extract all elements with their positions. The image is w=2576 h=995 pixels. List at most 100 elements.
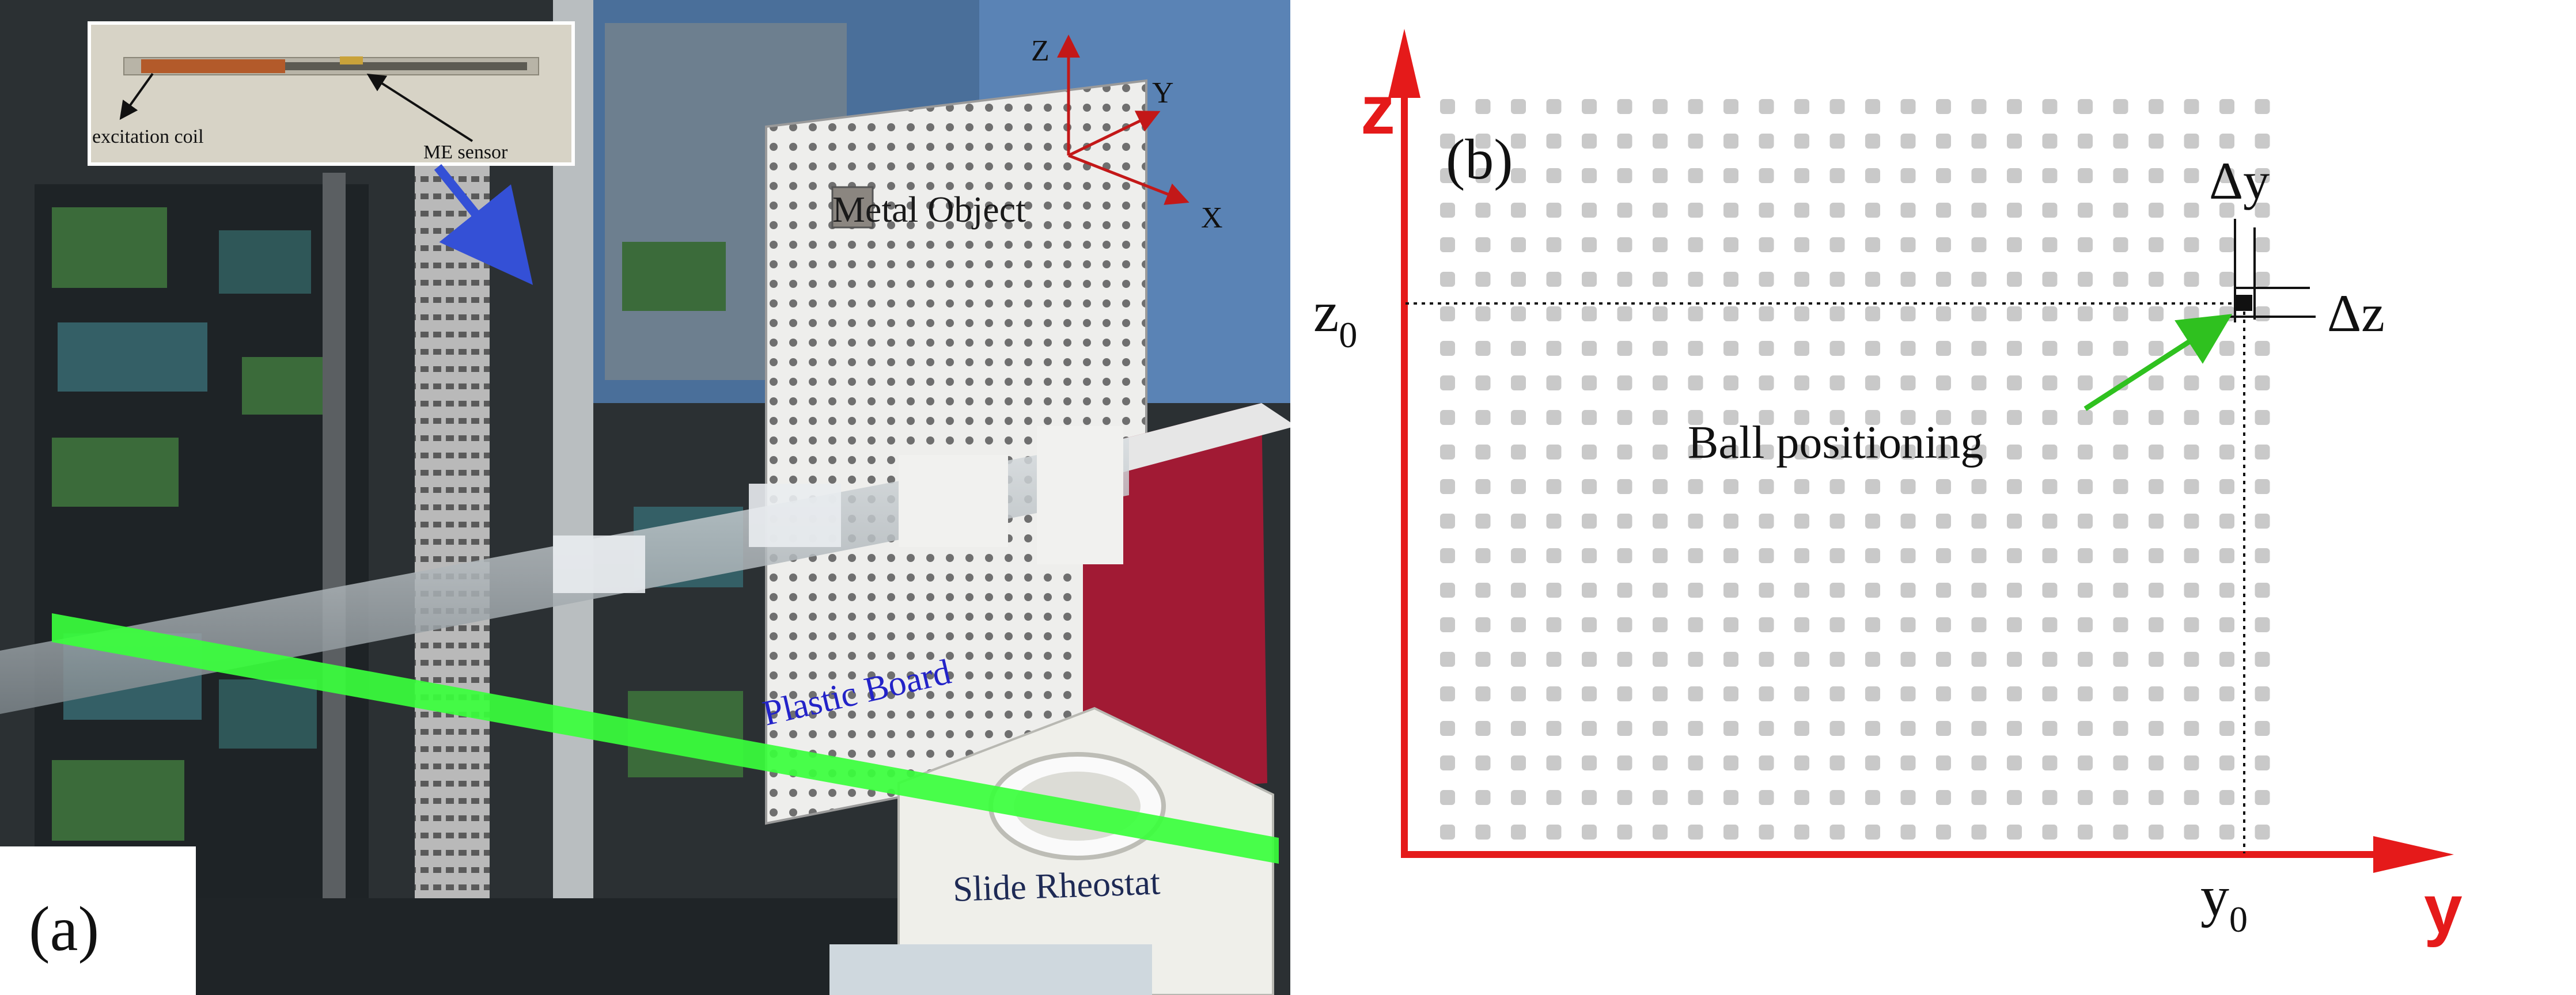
grid-dot <box>1475 306 1491 321</box>
grid-dot <box>1900 445 1916 459</box>
grid-dot <box>1511 686 1526 701</box>
grid-dot <box>1440 375 1455 390</box>
grid-dot <box>1794 168 1809 183</box>
grid-dot <box>1475 825 1491 840</box>
grid-dot <box>1617 548 1632 563</box>
grid-dot <box>1582 341 1597 356</box>
grid-dot <box>1440 306 1455 321</box>
grid-dot <box>2078 237 2093 252</box>
grid-dot <box>1900 548 1916 563</box>
grid-dot <box>1475 686 1491 701</box>
grid-dot <box>1653 548 1668 563</box>
grid-dot <box>2113 134 2128 149</box>
grid-dot <box>2113 755 2128 770</box>
grid-dot <box>1900 617 1916 632</box>
grid-dot <box>1759 479 1774 494</box>
grid-dot <box>2042 514 2058 529</box>
grid-dot <box>2007 825 2022 840</box>
grid-dot <box>1723 686 1738 701</box>
red-housing <box>1083 403 1267 795</box>
grid-dot <box>1723 237 1738 252</box>
grid-dot <box>1688 203 1703 218</box>
grid-dot <box>1794 341 1809 356</box>
grid-dot <box>1475 652 1491 667</box>
grid-dot <box>2042 445 2058 459</box>
grid-dot <box>1440 272 1455 287</box>
grid-dot <box>1723 272 1738 287</box>
grid-dot <box>1829 134 1845 149</box>
grid-dot <box>2149 410 2164 425</box>
grid-dot <box>2113 203 2128 218</box>
grid-dot <box>1794 721 1809 736</box>
grid-dot <box>1829 548 1845 563</box>
grid-dot <box>1617 686 1632 701</box>
grid-dot <box>1582 272 1597 287</box>
diagram-axes <box>1388 29 2454 873</box>
grid-dot <box>2255 203 2270 218</box>
grid-dot <box>1971 652 1987 667</box>
grid-dot <box>1971 825 1987 840</box>
grid-dot <box>2219 99 2234 114</box>
grid-dot <box>2219 790 2234 805</box>
grid-dot <box>1582 479 1597 494</box>
grid-dot <box>1794 617 1809 632</box>
grid-dot <box>1723 825 1738 840</box>
grid-dot <box>1546 721 1562 736</box>
grid-dot <box>1546 306 1562 321</box>
grid-dot <box>1511 617 1526 632</box>
grid-dot <box>2078 272 2093 287</box>
grid-dot <box>1971 272 1987 287</box>
grid-dot <box>1723 306 1738 321</box>
grid-dot <box>1582 825 1597 840</box>
grid-dot <box>1794 203 1809 218</box>
grid-dot <box>2219 548 2234 563</box>
grid-dot <box>1546 825 1562 840</box>
grid-dot <box>2184 168 2199 183</box>
grid-dot <box>1653 237 1668 252</box>
grid-dot <box>2149 479 2164 494</box>
grid-dot <box>1865 341 1880 356</box>
grid-dot <box>1794 583 1809 598</box>
grid-dot <box>2113 237 2128 252</box>
grid-dot <box>1617 99 1632 114</box>
grid-dot <box>1475 617 1491 632</box>
grid-dot <box>2042 721 2058 736</box>
grid-dot <box>1617 237 1632 252</box>
grid-dot <box>2007 306 2022 321</box>
grid-dot <box>1511 548 1526 563</box>
grid-dot <box>2007 514 2022 529</box>
grid-dot <box>1865 548 1880 563</box>
grid-dot <box>1759 134 1774 149</box>
grid-dot <box>2042 479 2058 494</box>
grid-dot <box>1759 341 1774 356</box>
grid-dot <box>1900 306 1916 321</box>
grid-dot <box>1829 755 1845 770</box>
grid-dot <box>1723 410 1738 425</box>
grid-dot <box>2042 617 2058 632</box>
grid-dot <box>1440 237 1455 252</box>
grid-dot <box>2113 583 2128 598</box>
grid-dot <box>2149 617 2164 632</box>
grid-dot <box>2007 134 2022 149</box>
grid-dot <box>1546 652 1562 667</box>
grid-dot <box>2078 721 2093 736</box>
grid-dot <box>2219 686 2234 701</box>
grid-dot <box>2184 548 2199 563</box>
grid-dot <box>1865 203 1880 218</box>
grid-dot <box>2255 341 2270 356</box>
axis-y-title: y <box>2424 871 2463 948</box>
ball-pointer-arrow <box>2083 314 2233 411</box>
grid-dot <box>1723 203 1738 218</box>
grid-dot <box>1971 617 1987 632</box>
grid-dot <box>1900 341 1916 356</box>
grid-dot <box>2184 479 2199 494</box>
grid-dot <box>2219 134 2234 149</box>
grid-dot <box>2149 825 2164 840</box>
grid-dot <box>1688 306 1703 321</box>
grid-dot <box>2184 375 2199 390</box>
grid-dot <box>2149 237 2164 252</box>
grid-dot <box>1511 583 1526 598</box>
grid-dot <box>2219 755 2234 770</box>
grid-dot <box>1653 341 1668 356</box>
grid-dot <box>1688 134 1703 149</box>
